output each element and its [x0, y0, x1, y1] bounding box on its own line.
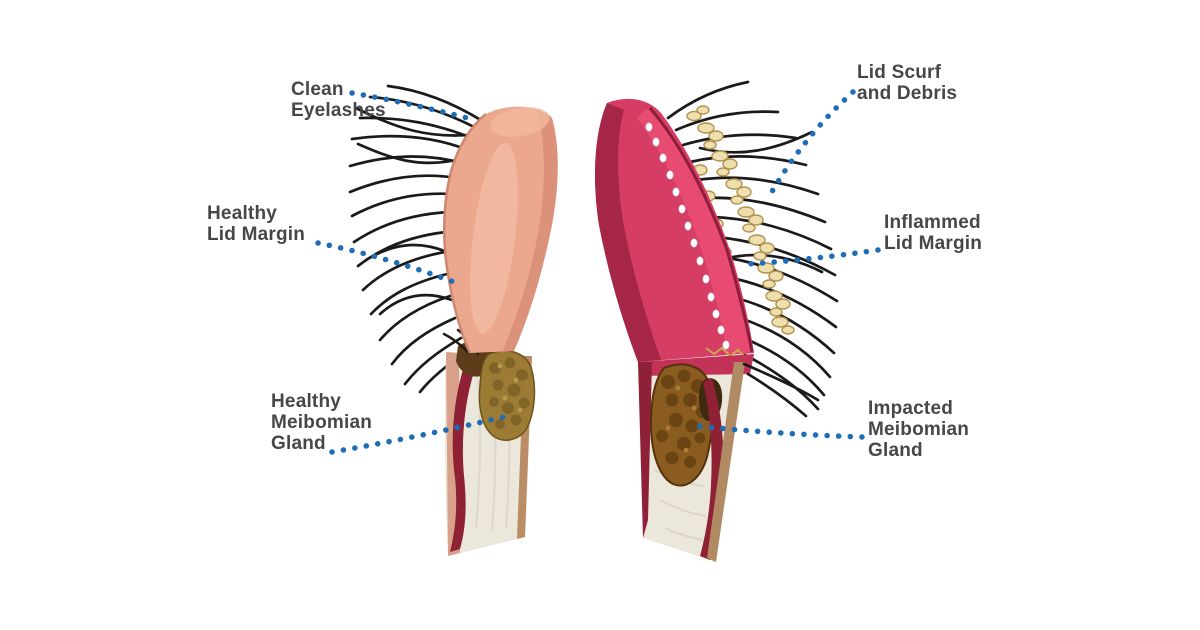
leader-lines	[315, 89, 881, 455]
label-healthy-meibomian-gland: Healthy Meibomian Gland	[271, 391, 373, 454]
label-healthy-lid-margin: Healthy Lid Margin	[207, 203, 306, 245]
inflammed-lid-margin-band	[637, 108, 752, 354]
inflamed-lid-cross-section	[638, 354, 820, 562]
orbicularis-muscle	[450, 366, 474, 552]
label-lid-scurf-and-debris: Lid Scurf and Debris	[857, 62, 958, 104]
label-impacted-meibomian-gland: Impacted Meibomian Gland	[868, 398, 970, 461]
skin-layer	[638, 362, 652, 538]
healthy-lid-cross-section	[442, 328, 536, 556]
healthy-lid-body	[443, 106, 558, 354]
leader-lid-scurf	[767, 89, 856, 198]
clean-eyelashes-drawing	[348, 84, 486, 394]
lower-eyelashes-drawing	[742, 362, 820, 418]
healthy-lid-margin-edge	[443, 113, 487, 354]
healthy-eyelid-model	[348, 84, 558, 556]
healthy-meibomian-gland-drawing	[478, 350, 536, 441]
inflamed-lid-body	[595, 98, 754, 362]
gland-orifice-dots	[645, 122, 730, 350]
impacted-meibomian-gland-drawing	[649, 363, 714, 487]
label-clean-eyelashes: Clean Eyelashes	[291, 79, 386, 121]
label-inflammed-lid-margin: Inflammed Lid Margin	[884, 212, 983, 254]
leader-inflammed-lid-margin	[745, 247, 881, 267]
healthy-lid-side-shading	[502, 110, 558, 352]
leader-clean-eyelashes	[349, 90, 474, 122]
inflamed-lid-shadow	[595, 103, 661, 362]
leader-healthy-meibomian-gland	[329, 412, 515, 455]
inflamed-eyelid-model	[595, 80, 839, 562]
conjunctiva-layer	[707, 362, 745, 562]
